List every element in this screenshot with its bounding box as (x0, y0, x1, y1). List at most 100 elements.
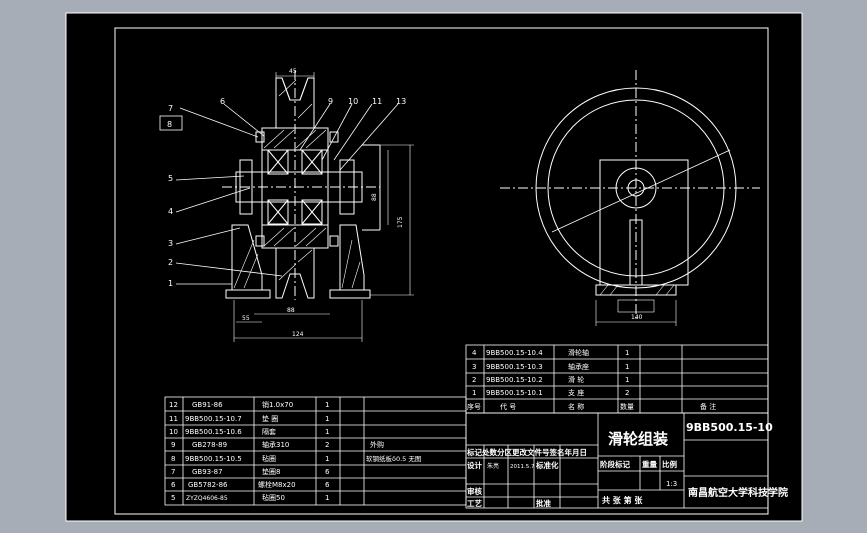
upper-header-qty: 数量 (620, 402, 634, 411)
lower-row-no: 7 (171, 468, 175, 476)
process-label: 工艺 (467, 498, 482, 508)
revision-row-label: 标记处数分区更改文件号签名年月日 (466, 447, 587, 457)
lower-row-code: ZYZQ4606-85 (186, 495, 228, 502)
designer-label: 设计 (467, 460, 482, 470)
scale-label: 比例 (662, 459, 677, 469)
lower-row-name: 隔套 (262, 427, 276, 436)
dim-bottom-inner: 88 (287, 307, 295, 314)
lower-row-qty: 6 (325, 481, 330, 489)
lower-row-code: 9BB500.15-10.7 (185, 415, 242, 423)
dim-top: 45 (289, 68, 297, 75)
upper-row-code: 9BB500.15-10.1 (486, 389, 543, 397)
upper-row-no: 2 (472, 376, 476, 384)
lower-row-qty: 6 (325, 468, 330, 476)
upper-row-qty: 1 (625, 363, 629, 371)
lower-row-qty: 1 (325, 494, 329, 502)
weight-label: 重量 (642, 459, 657, 469)
lower-row-no: 8 (171, 455, 175, 463)
lower-row-code: GB278-89 (192, 441, 227, 449)
upper-row-name: 轴承座 (568, 362, 589, 371)
lower-row-code: GB5782-86 (188, 481, 228, 489)
side-dim-bottom: 140 (631, 314, 643, 321)
balloon-6: 6 (220, 97, 225, 106)
upper-row-code: 9BB500.15-10.2 (486, 376, 543, 384)
balloon-5: 5 (168, 174, 173, 183)
sheet-info: 共 张 第 张 (602, 495, 643, 505)
upper-row-no: 3 (472, 363, 476, 371)
lower-parts-text: 12 GB91-86 销1.0x70 1 11 9BB500.15-10.7 垫… (169, 400, 421, 502)
upper-header-no: 序号 (467, 402, 481, 411)
balloon-10: 10 (348, 97, 358, 106)
lower-row-no: 5 (171, 494, 175, 502)
lower-row-no: 10 (169, 428, 178, 436)
dim-right-overall: 175 (397, 216, 404, 228)
balloon-leaders (159, 103, 399, 285)
lower-row-code: GB91-86 (192, 401, 223, 409)
school-name: 南昌航空大学科技学院 (688, 486, 788, 499)
upper-row-qty: 2 (625, 389, 629, 397)
balloon-8: 8 (167, 120, 172, 129)
dim-bottom-mid: 55 (242, 315, 250, 322)
balloon-3: 3 (168, 239, 173, 248)
upper-row-no: 4 (472, 349, 477, 357)
lower-row-code: GB93-87 (192, 468, 223, 476)
standardize-label: 标准化 (535, 460, 559, 470)
balloon-11: 11 (372, 97, 382, 106)
approve-label: 批准 (536, 498, 551, 508)
lower-row-qty: 1 (325, 401, 329, 409)
lower-row-name: 螺栓M8x20 (258, 480, 296, 489)
upper-row-code: 9BB500.15-10.4 (486, 349, 543, 357)
lower-row-code: 9BB500.15-10.5 (185, 455, 242, 463)
title-block-text: 滑轮组装 9BB500.15-10 南昌航空大学科技学院 标记处数分区更改文件号… (466, 421, 788, 508)
lower-row-no: 9 (171, 441, 175, 449)
balloon-4: 4 (168, 207, 173, 216)
lower-row-qty: 1 (325, 428, 329, 436)
lower-row-code: 9BB500.15-10.6 (185, 428, 242, 436)
upper-header-name: 名 称 (568, 402, 584, 411)
lower-row-name: 垫圈8 (262, 467, 280, 476)
upper-header-note: 备 注 (700, 402, 716, 411)
dim-right-inner: 88 (371, 193, 378, 201)
front-section-view (222, 70, 381, 300)
front-dimension-texts: 45 88 55 124 88 175 (242, 68, 404, 338)
lower-row-name: 毡圈50 (262, 493, 285, 502)
design-date: 2011.5.7 (510, 464, 535, 470)
lower-row-no: 11 (169, 415, 178, 423)
lower-row-name: 垫 圈 (262, 414, 278, 423)
lower-row-name: 毡圈 (262, 454, 276, 463)
lower-row-note: 软钢纸板δ0.5 无图 (366, 454, 421, 463)
upper-row-qty: 1 (625, 349, 629, 357)
drawing-title: 滑轮组装 (608, 430, 669, 448)
side-view (500, 70, 760, 326)
stage-label: 阶段标记 (600, 459, 630, 469)
lower-row-qty: 1 (325, 455, 329, 463)
lower-parts-table (164, 396, 467, 506)
balloon-9: 9 (328, 97, 333, 106)
lower-row-qty: 1 (325, 415, 329, 423)
review-label: 审核 (467, 486, 482, 496)
upper-parts-text: 4 9BB500.15-10.4 滑轮轴 1 3 9BB500.15-10.3 … (467, 348, 716, 411)
lower-row-qty: 2 (325, 441, 329, 449)
front-dimensions (233, 72, 414, 342)
upper-row-qty: 1 (625, 376, 629, 384)
lower-row-name: 轴承310 (262, 440, 289, 449)
upper-parts-table (465, 344, 769, 414)
balloon-7: 7 (168, 104, 173, 113)
designer-name: 朱亮 (487, 462, 499, 470)
upper-row-name: 滑轮轴 (568, 348, 589, 357)
lower-row-name: 销1.0x70 (262, 400, 293, 409)
drawing-sheet (65, 12, 803, 522)
lower-row-no: 12 (169, 401, 178, 409)
lower-row-no: 6 (171, 481, 176, 489)
drawing-number: 9BB500.15-10 (686, 421, 773, 434)
drawing-frame (114, 27, 769, 515)
upper-header-code: 代 号 (500, 402, 516, 411)
title-block (465, 412, 769, 509)
upper-row-name: 支 座 (568, 388, 584, 397)
balloon-1: 1 (168, 279, 173, 288)
dim-bottom-overall: 124 (292, 331, 304, 338)
balloon-labels: 7 8 6 9 10 11 13 5 4 3 2 1 (167, 97, 406, 288)
balloon-13: 13 (396, 97, 406, 106)
upper-row-name: 滑 轮 (568, 375, 584, 384)
